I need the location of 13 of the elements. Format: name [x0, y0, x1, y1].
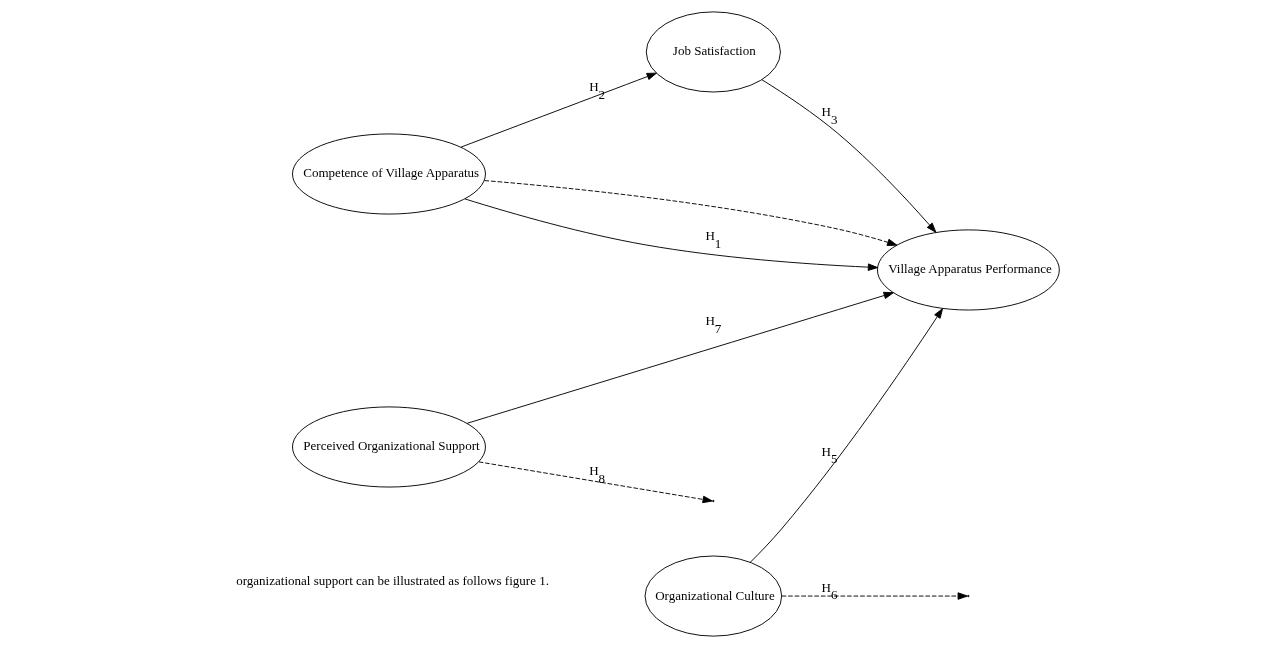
arrow	[484, 180, 898, 246]
node-ellipse: Perceived Organizational Support	[292, 406, 486, 488]
node-ellipse: Village Apparatus Performance	[876, 229, 1060, 311]
arrow	[466, 291, 894, 424]
arrow	[460, 72, 657, 148]
arrow	[749, 308, 943, 563]
arrow	[478, 461, 713, 504]
label: organizational support can be illustrated as follows figure 1.	[236, 572, 549, 588]
node-ellipse: Organizational Culture	[644, 555, 783, 637]
arrow	[781, 592, 968, 600]
arrow	[761, 79, 937, 233]
arrow	[464, 198, 879, 271]
node-ellipse: Competence of Village Apparatus	[292, 133, 486, 215]
